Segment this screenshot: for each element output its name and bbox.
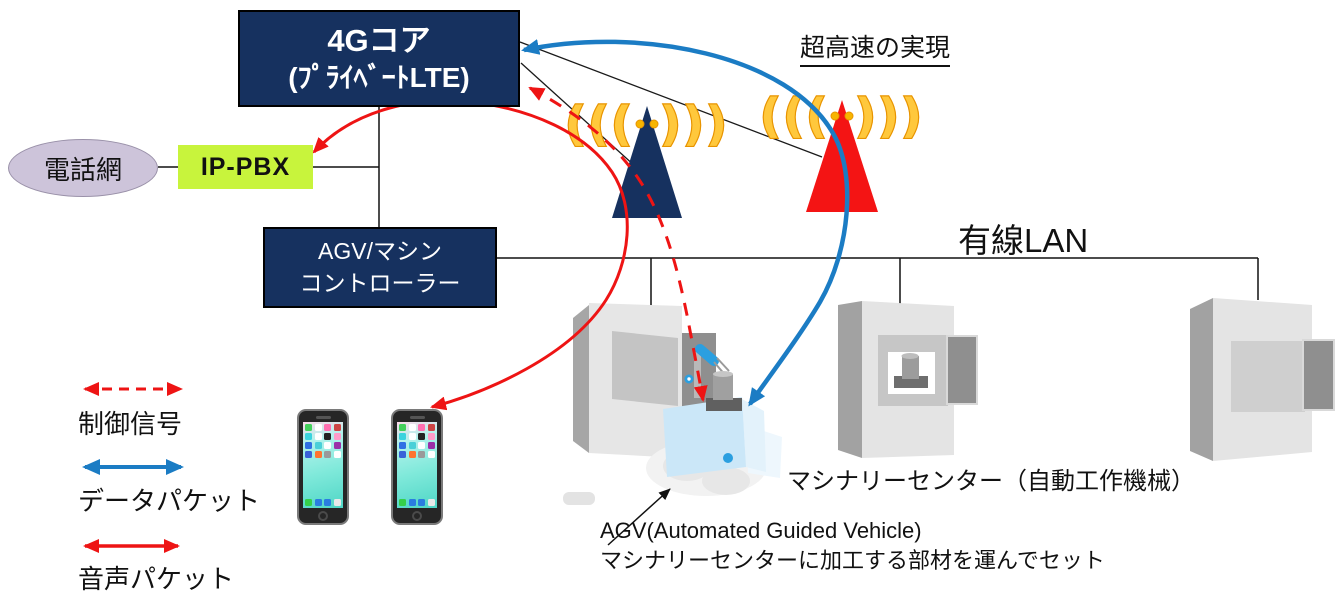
agv-caption: AGV(Automated Guided Vehicle) マシナリーセンターに… [600, 516, 1105, 577]
wired-lan-label: 有線LAN [958, 222, 1089, 259]
telephone-network-label: 電話網 [43, 154, 122, 185]
radio-wave-icon: ((( [760, 89, 829, 143]
data-packet-legend-arrow-icon [82, 459, 184, 475]
agv-pointer-arrow [607, 488, 671, 546]
smartphone-2 [391, 409, 443, 525]
agv-caption-line1: AGV(Automated Guided Vehicle) [600, 518, 922, 543]
radio-wave-icon: ))) [855, 89, 924, 143]
legend-voice-packet-label: 音声パケット [78, 564, 235, 594]
agv-machine-controller-node: AGV/マシン コントローラー [263, 227, 497, 308]
ip-pbx-node: IP-PBX [178, 145, 313, 189]
voice-packet-legend-arrow-icon [83, 539, 180, 553]
control-signal-path [528, 86, 708, 402]
control-signal-legend-arrow-icon [83, 382, 183, 396]
machinery-center-2 [838, 301, 978, 458]
phone-home-button [318, 511, 328, 521]
controller-label-line1: AGV/マシン [318, 238, 442, 265]
telephone-network-node: 電話網 [8, 139, 158, 197]
phone-screen [397, 422, 437, 508]
ip-pbx-label: IP-PBX [200, 152, 291, 181]
phone-speaker [315, 416, 331, 419]
smartphone-1 [297, 409, 349, 525]
agv-caption-line2: マシナリーセンターに加工する部材を運んでセット [600, 548, 1105, 574]
core-box-title: 4Gコア [327, 22, 431, 58]
legend-data-packet-label: データパケット [78, 486, 261, 516]
machinery-center-3 [1190, 298, 1335, 461]
phone-speaker [409, 416, 425, 419]
data-packet-path [521, 39, 850, 407]
radio-wave-icon: ))) [660, 97, 729, 151]
legend-control-signal-label: 制御信号 [78, 409, 183, 439]
high-speed-annotation: 超高速の実現 [800, 28, 951, 67]
phone-screen [303, 422, 343, 508]
core-box-subtitle: (ﾌﾟﾗｲﾍﾞｰﾄLTE) [288, 62, 470, 94]
radio-wave-icon: ((( [565, 97, 634, 151]
machinery-center-label: マシナリーセンター（自動工作機械） [787, 468, 1195, 495]
phone-home-button [412, 511, 422, 521]
private-lte-core-box: 4Gコア (ﾌﾟﾗｲﾍﾞｰﾄLTE) [238, 10, 520, 107]
controller-label-line2: コントローラー [299, 269, 461, 296]
